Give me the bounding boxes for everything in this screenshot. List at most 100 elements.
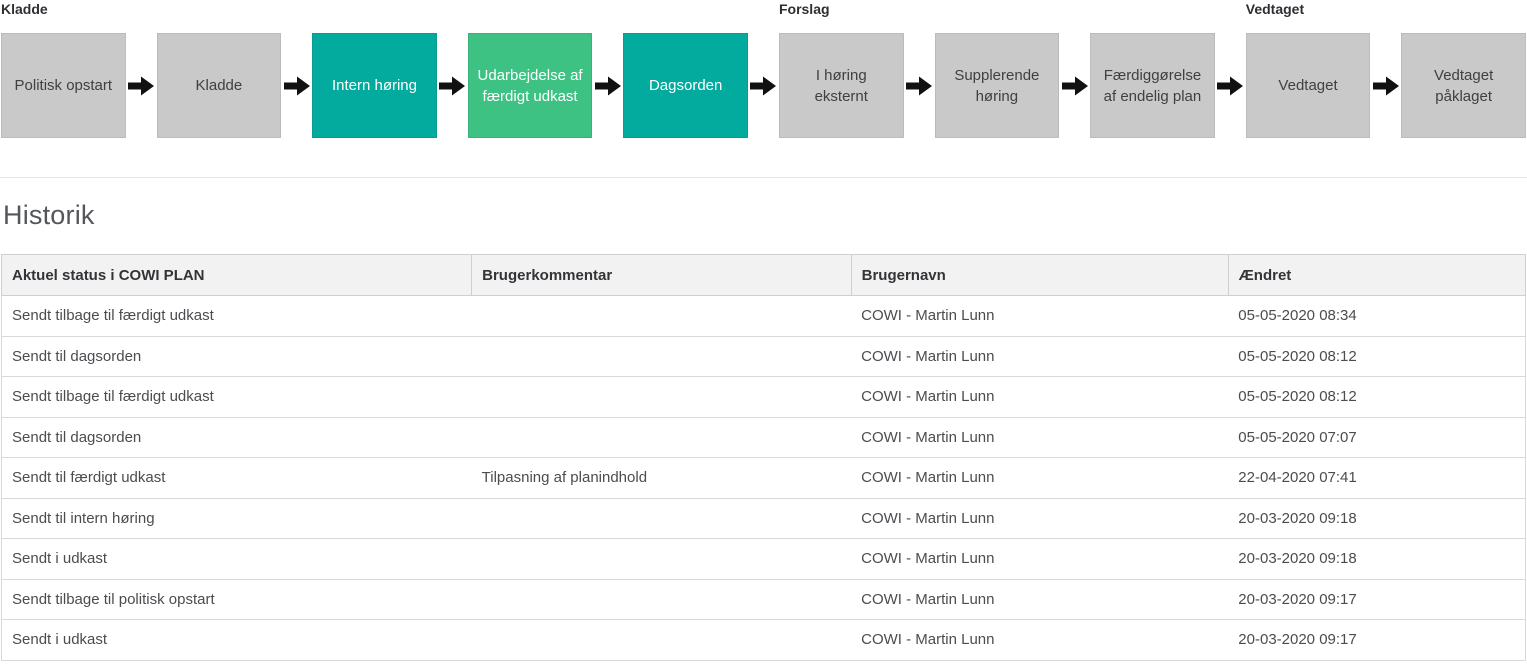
cell-changed: 20-03-2020 09:17 [1228,579,1526,620]
phase-group-label [312,0,437,33]
table-row: Sendt til intern høring COWI - Martin Lun… [1,498,1526,539]
workflow-stage: Kladde Politisk opstart [1,0,126,138]
workflow-stage-row: Kladde Politisk opstart Kladde Intern hø… [1,0,1526,138]
history-section-title: Historik [3,200,95,230]
workflow-stage-box: Intern høring [312,33,437,138]
cell-user: COWI - Martin Lunn [851,498,1229,539]
column-header: Ændret [1227,254,1527,296]
column-header: Brugerkommentar [471,254,852,296]
cell-user: COWI - Martin Lunn [851,295,1229,337]
cell-comment [471,619,852,661]
workflow-stage-box: Dagsorden [623,33,748,138]
workflow-stage-label: Vedtaget [1278,77,1338,94]
workflow-stage: Udarbejdelse af færdigt udkast [467,0,593,138]
cell-comment [471,417,852,458]
cell-changed: 05-05-2020 08:12 [1228,376,1526,418]
cell-user: COWI - Martin Lunn [851,376,1229,418]
workflow-stage-box: Vedtaget [1245,33,1371,138]
workflow-stage-label: Intern høring [331,77,417,94]
phase-group-label [1401,0,1526,33]
workflow-stage-label: Politisk opstart [14,77,113,94]
phase-group-label: Forslag [778,1,830,17]
arrow-right-icon [437,33,468,138]
cell-user: COWI - Martin Lunn [851,538,1229,580]
cell-status: Sendt til dagsorden [1,336,472,377]
cell-status: Sendt til intern høring [1,498,472,539]
phase-group-label: Vedtaget [1245,1,1305,17]
arrow-right-icon [1370,33,1401,138]
arrow-right-icon [1215,33,1246,138]
table-row: Sendt tilbage til færdigt udkast COWI - M… [1,376,1526,418]
column-header: Brugernavn [850,254,1229,296]
cell-status: Sendt tilbage til færdigt udkast [1,295,472,337]
arrow-right-icon [592,33,623,138]
arrow-right-icon [126,33,157,138]
cell-status: Sendt tilbage til færdigt udkast [1,376,472,418]
workflow-stage-label: I høring eksternt [814,66,868,105]
cell-user: COWI - Martin Lunn [851,336,1229,377]
workflow-stage-box: Udarbejdelse af færdigt udkast [467,33,593,138]
workflow-stage-box: Færdiggørelse af endelig plan [1090,33,1215,138]
workflow-stage: Vedtaget påklaget [1401,0,1526,138]
cell-changed: 20-03-2020 09:17 [1228,619,1526,661]
phase-group-label [157,0,282,33]
workflow-stage-box: Vedtaget påklaget [1401,33,1526,138]
cell-changed: 22-04-2020 07:41 [1228,457,1526,499]
cell-user: COWI - Martin Lunn [851,417,1229,458]
workflow-stage-label: Færdiggørelse af endelig plan [1103,66,1202,105]
arrow-right-icon [748,33,779,138]
workflow-stage-box: Kladde [156,33,282,138]
workflow-stage: Færdiggørelse af endelig plan [1090,0,1215,138]
cell-status: Sendt til færdigt udkast [1,457,472,499]
cell-changed: 20-03-2020 09:18 [1228,498,1526,539]
workflow-stage-label: Udarbejdelse af færdigt udkast [477,66,583,105]
workflow-stage-label: Vedtaget påklaget [1434,66,1494,105]
cell-changed: 05-05-2020 08:34 [1228,295,1526,337]
arrow-right-icon [281,33,312,138]
cell-status: Sendt i udkast [1,538,472,580]
cell-comment [471,538,852,580]
cell-user: COWI - Martin Lunn [851,619,1229,661]
phase-group-label: Kladde [1,1,48,17]
cell-changed: 05-05-2020 07:07 [1228,417,1526,458]
cell-status: Sendt til dagsorden [1,417,472,458]
cell-comment [471,498,852,539]
arrow-right-icon [1059,33,1090,138]
workflow-stage: Intern høring [312,0,437,138]
workflow-stage: Dagsorden [623,0,748,138]
column-header: Aktuel status i COWI PLAN [0,254,473,296]
cell-user: COWI - Martin Lunn [851,457,1229,499]
phase-group-label [1090,0,1215,33]
table-row: Sendt tilbage til færdigt udkast COWI - M… [1,295,1526,337]
workflow-stage-label: Kladde [195,77,243,94]
arrow-right-icon [904,33,935,138]
workflow-stage: Forslag I høring eksternt [778,0,904,138]
workflow-stage-box: I høring eksternt [778,33,904,138]
phase-group-label [468,0,593,33]
workflow-stage: Supplerende høring [934,0,1060,138]
cell-status: Sendt i udkast [1,619,472,661]
cell-changed: 05-05-2020 08:12 [1228,336,1526,377]
cell-changed: 20-03-2020 09:18 [1228,538,1526,580]
cell-user: COWI - Martin Lunn [851,579,1229,620]
cell-comment [471,376,852,418]
table-row: Sendt tilbage til politisk opstart COWI -… [1,579,1526,620]
workflow-stage-box: Politisk opstart [1,33,126,138]
workflow-stage-label: Supplerende høring [954,66,1040,105]
cell-comment: Tilpasning af planindhold [471,457,852,499]
workflow-stage: Vedtaget Vedtaget [1245,0,1371,138]
phase-group-label [623,0,748,33]
cell-status: Sendt tilbage til politisk opstart [1,579,472,620]
section-divider [0,177,1527,178]
workflow-stage: Kladde [156,0,282,138]
workflow-stage-label: Dagsorden [648,77,723,94]
